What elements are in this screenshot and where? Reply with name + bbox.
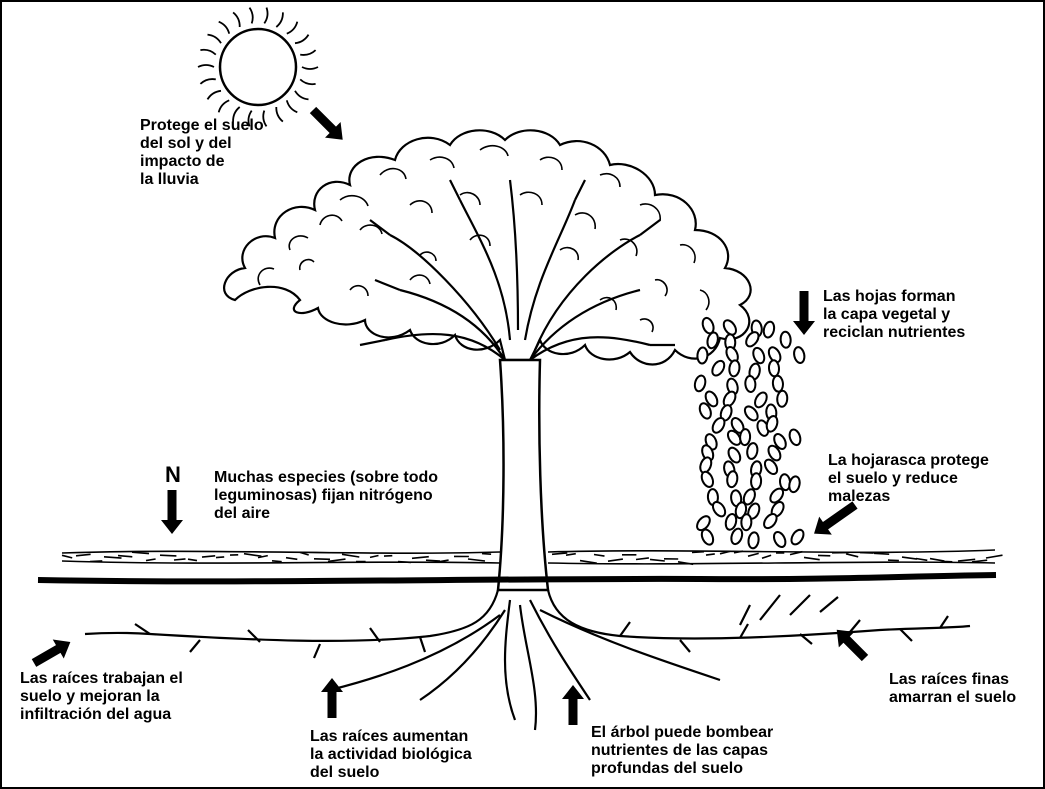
- leaf: [711, 500, 727, 518]
- arrow-pump-icon: [562, 685, 584, 725]
- leaf: [730, 527, 744, 546]
- leaf: [767, 346, 782, 364]
- leaf: [743, 405, 759, 422]
- sun-ray: [294, 34, 310, 45]
- label-roots-biological: Las raíces aumentan la actividad biológi…: [310, 728, 472, 781]
- sun-ray: [207, 33, 222, 44]
- leaf: [726, 429, 742, 446]
- leaf: [700, 528, 715, 546]
- leaf: [739, 428, 752, 447]
- tree-branches-icon: [359, 179, 675, 361]
- sun-ray: [217, 99, 230, 113]
- arrow-litter-icon: [814, 501, 858, 535]
- leaf: [747, 531, 760, 550]
- sun-ray: [199, 78, 216, 85]
- leaf: [779, 330, 792, 349]
- arrow-sun-icon: [309, 106, 343, 140]
- arrow-roots-work-icon: [31, 639, 71, 667]
- leaf: [776, 389, 789, 408]
- leaf: [754, 391, 768, 409]
- sun-ray: [200, 48, 217, 56]
- sun-ray: [285, 100, 298, 114]
- leaf: [772, 530, 787, 549]
- leaf: [763, 458, 779, 476]
- leaf: [773, 433, 787, 450]
- leaf: [704, 390, 719, 408]
- leaf: [767, 359, 781, 378]
- leaf: [740, 513, 753, 532]
- falling-leaves-icon: [693, 316, 806, 550]
- leaf: [742, 488, 756, 506]
- roots-icon: [84, 589, 971, 731]
- arrow-leaves-icon: [793, 291, 815, 335]
- arrow-fine-roots-icon: [836, 629, 869, 662]
- leaf: [790, 528, 805, 546]
- sun-ray: [300, 49, 317, 56]
- leaf: [744, 375, 757, 393]
- sun-ray: [286, 21, 299, 35]
- sun-ray: [247, 110, 253, 127]
- nitrogen-letter: N: [165, 462, 181, 487]
- leaf: [734, 501, 748, 520]
- label-litter-protect: La hojarasca protege el suelo y reduce m…: [828, 452, 989, 505]
- sun-ray: [275, 12, 284, 28]
- sun-ray: [262, 110, 268, 127]
- leaf: [706, 331, 719, 350]
- label-roots-infiltration: Las raíces trabajan el suelo y mejoran l…: [20, 670, 183, 723]
- leaf: [793, 346, 806, 364]
- sun-ray: [197, 64, 215, 68]
- leaf: [711, 416, 726, 434]
- leaf: [763, 513, 778, 530]
- leaf: [762, 320, 776, 339]
- leaf: [745, 331, 760, 348]
- leaf: [767, 444, 782, 462]
- leaf: [788, 428, 802, 447]
- label-sun-protection: Protege el suelo del sol y del impacto d…: [140, 117, 264, 188]
- leaf: [746, 442, 759, 460]
- arrow-nitrogen-icon: [161, 490, 183, 534]
- leaf: [696, 346, 709, 365]
- sun-ray: [275, 106, 284, 123]
- leaf: [698, 402, 712, 420]
- sun-ray: [218, 20, 231, 34]
- leaf: [750, 472, 763, 491]
- leaf: [771, 374, 784, 393]
- leaf: [693, 374, 707, 393]
- ground-line: [37, 572, 997, 585]
- leaf: [788, 475, 801, 494]
- leaf: [724, 513, 738, 531]
- leaf: [769, 487, 785, 504]
- sun-ray: [206, 89, 222, 100]
- sun-icon: [197, 7, 319, 127]
- leaf: [752, 346, 766, 365]
- sun-ray: [299, 78, 316, 86]
- leaf: [696, 515, 711, 532]
- sun-ray: [248, 7, 254, 24]
- arrows: [31, 106, 869, 725]
- label-fine-roots: Las raíces finas amarran el suelo: [889, 671, 1017, 706]
- sun-rays: [197, 7, 319, 127]
- tree-canopy-icon: [223, 129, 752, 366]
- label-leaves-recycle: Las hojas forman la capa vegetal y recic…: [823, 288, 966, 341]
- label-nitrogen-fixing: Muchas especies (sobre todo leguminosas)…: [214, 469, 439, 522]
- tree-trunk-icon: [496, 358, 550, 592]
- leaf: [765, 415, 779, 433]
- label-tree-pump: El árbol puede bombear nutrientes de las…: [591, 724, 774, 777]
- leaf: [711, 359, 726, 377]
- sun-ray: [232, 11, 241, 28]
- arrow-roots-bio-icon: [321, 678, 343, 718]
- sun-ray: [294, 90, 309, 101]
- leaf: [722, 319, 737, 336]
- leaf: [727, 446, 742, 464]
- leaf: [726, 470, 739, 489]
- leaf: [728, 359, 741, 378]
- leaf: [700, 470, 715, 488]
- sun-ray: [232, 106, 241, 122]
- leaf-litter-icon: [61, 549, 1003, 566]
- sun-ray: [301, 66, 319, 70]
- sun-ray: [263, 7, 269, 24]
